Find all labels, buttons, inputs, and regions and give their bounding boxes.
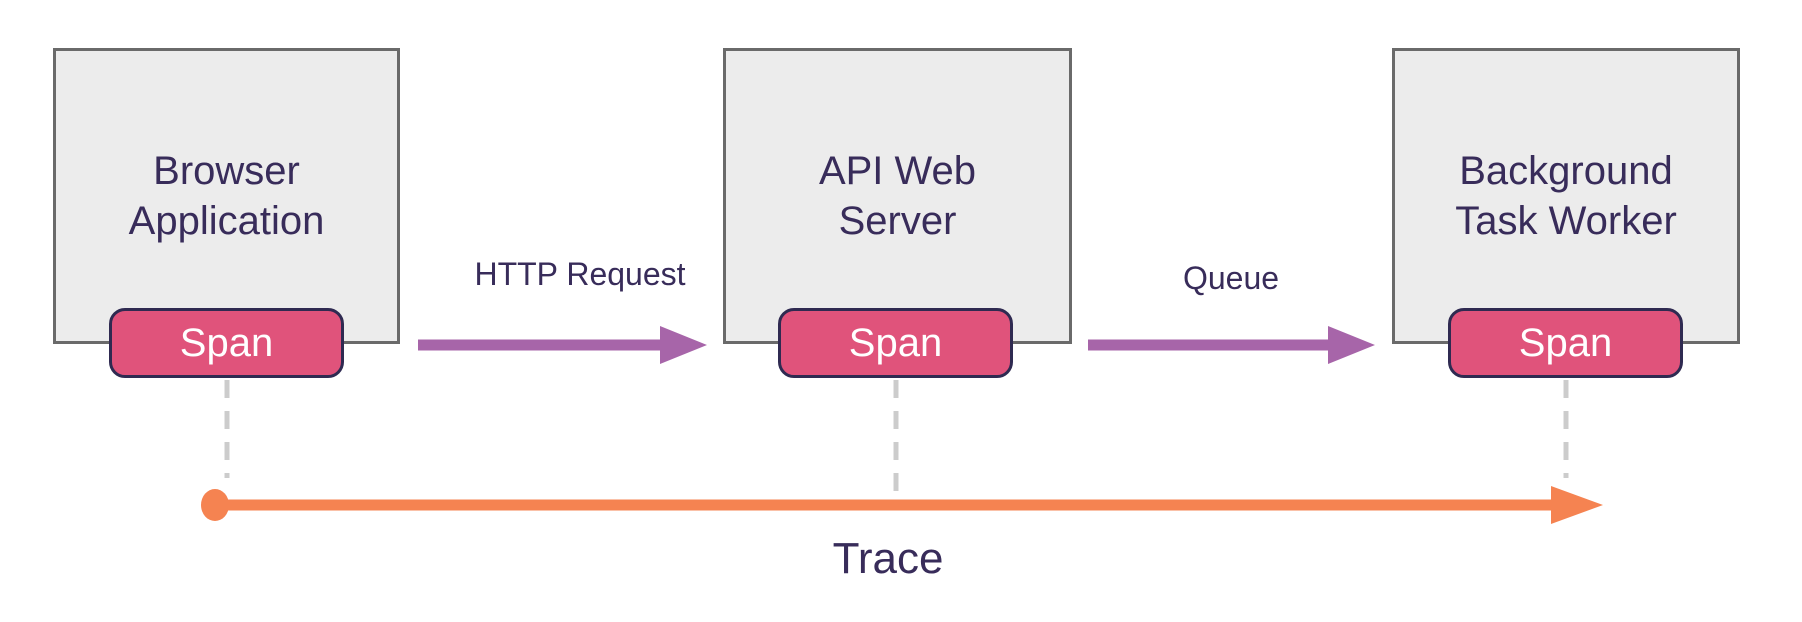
node-browser-application: Browser Application xyxy=(53,48,400,344)
edge-label-queue: Queue xyxy=(1182,260,1280,296)
trace-arrow xyxy=(201,486,1603,524)
node-label-line1: Browser xyxy=(153,149,300,193)
span-pill-api: Span xyxy=(778,308,1013,378)
node-label: Background Task Worker xyxy=(1455,146,1677,246)
node-label-line2: Server xyxy=(838,199,957,243)
span-pill-label: Span xyxy=(848,320,943,365)
edge-label-http-request: HTTP Request xyxy=(474,256,686,292)
queue-arrow xyxy=(1088,326,1375,364)
node-api-web-server: API Web Server xyxy=(723,48,1072,344)
span-pill-label: Span xyxy=(179,320,274,365)
http-request-arrow xyxy=(418,326,707,364)
node-label: API Web Server xyxy=(819,146,976,246)
node-label-line1: API Web xyxy=(818,149,977,193)
span-pill-label: Span xyxy=(1518,320,1613,365)
node-label: Browser Application xyxy=(129,146,325,246)
span-pill-worker: Span xyxy=(1448,308,1683,378)
node-label-line2: Application xyxy=(128,199,325,243)
node-label-line1: Background xyxy=(1459,149,1673,193)
trace-start-dot xyxy=(201,489,229,521)
span-pill-browser: Span xyxy=(109,308,344,378)
node-background-task-worker: Background Task Worker xyxy=(1392,48,1740,344)
trace-label: Trace xyxy=(832,534,944,583)
node-label-line2: Task Worker xyxy=(1455,199,1677,243)
